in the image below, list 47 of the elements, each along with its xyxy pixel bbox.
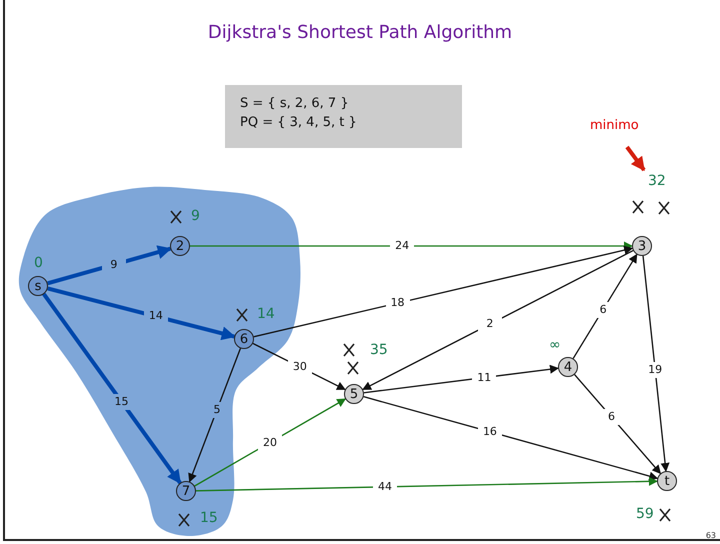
graph-node (558, 357, 578, 377)
title: Dijkstra's Shortest Path Algorithm (206, 22, 514, 43)
arrow (196, 476, 658, 492)
arrow (363, 396, 658, 480)
annotation-text: minimo (590, 118, 639, 133)
edge-label: 2 (478, 316, 502, 332)
distance-label: 59 (636, 507, 654, 521)
node-name: t (664, 474, 670, 488)
graph-node (632, 236, 652, 256)
distance-label: ∞ (549, 338, 561, 352)
arrow (625, 146, 646, 172)
arrow (252, 342, 346, 390)
node-name: s (34, 280, 42, 292)
distance-label: 14 (257, 307, 275, 321)
arrow (188, 348, 242, 482)
node-name: 2 (176, 240, 184, 252)
graph-node (657, 471, 677, 491)
page-number: 63 (706, 531, 716, 540)
arrow (190, 242, 633, 250)
edge-label: 30 (288, 358, 312, 375)
set-box (225, 85, 462, 148)
edge-label: 14 (144, 308, 168, 324)
distance-label: 0 (34, 256, 43, 270)
distance-label: 35 (370, 343, 388, 357)
arrow (574, 374, 662, 474)
set-text: PQ = { 3, 4, 5, t } (240, 115, 357, 130)
node-name: 4 (564, 360, 572, 374)
arrow (642, 256, 670, 472)
node-name: 3 (638, 240, 646, 252)
distance-label: 9 (191, 209, 200, 223)
arrow (572, 254, 638, 359)
node-name: 6 (240, 332, 248, 346)
edge-label: 20 (258, 434, 282, 450)
distance-label: 15 (200, 511, 218, 525)
node-name: 5 (350, 388, 358, 400)
edge-label: 9 (102, 256, 126, 273)
set-text: S = { s, 2, 6, 7 } (240, 96, 349, 111)
arrow (47, 286, 236, 340)
arrow (42, 292, 182, 484)
distance-label: 32 (648, 174, 666, 188)
node-name: 7 (182, 484, 190, 498)
graph-node (344, 384, 364, 404)
arrow (47, 245, 172, 286)
arrow (254, 246, 634, 338)
arrow (362, 250, 634, 390)
arrow (364, 364, 559, 394)
arrow (194, 398, 346, 487)
